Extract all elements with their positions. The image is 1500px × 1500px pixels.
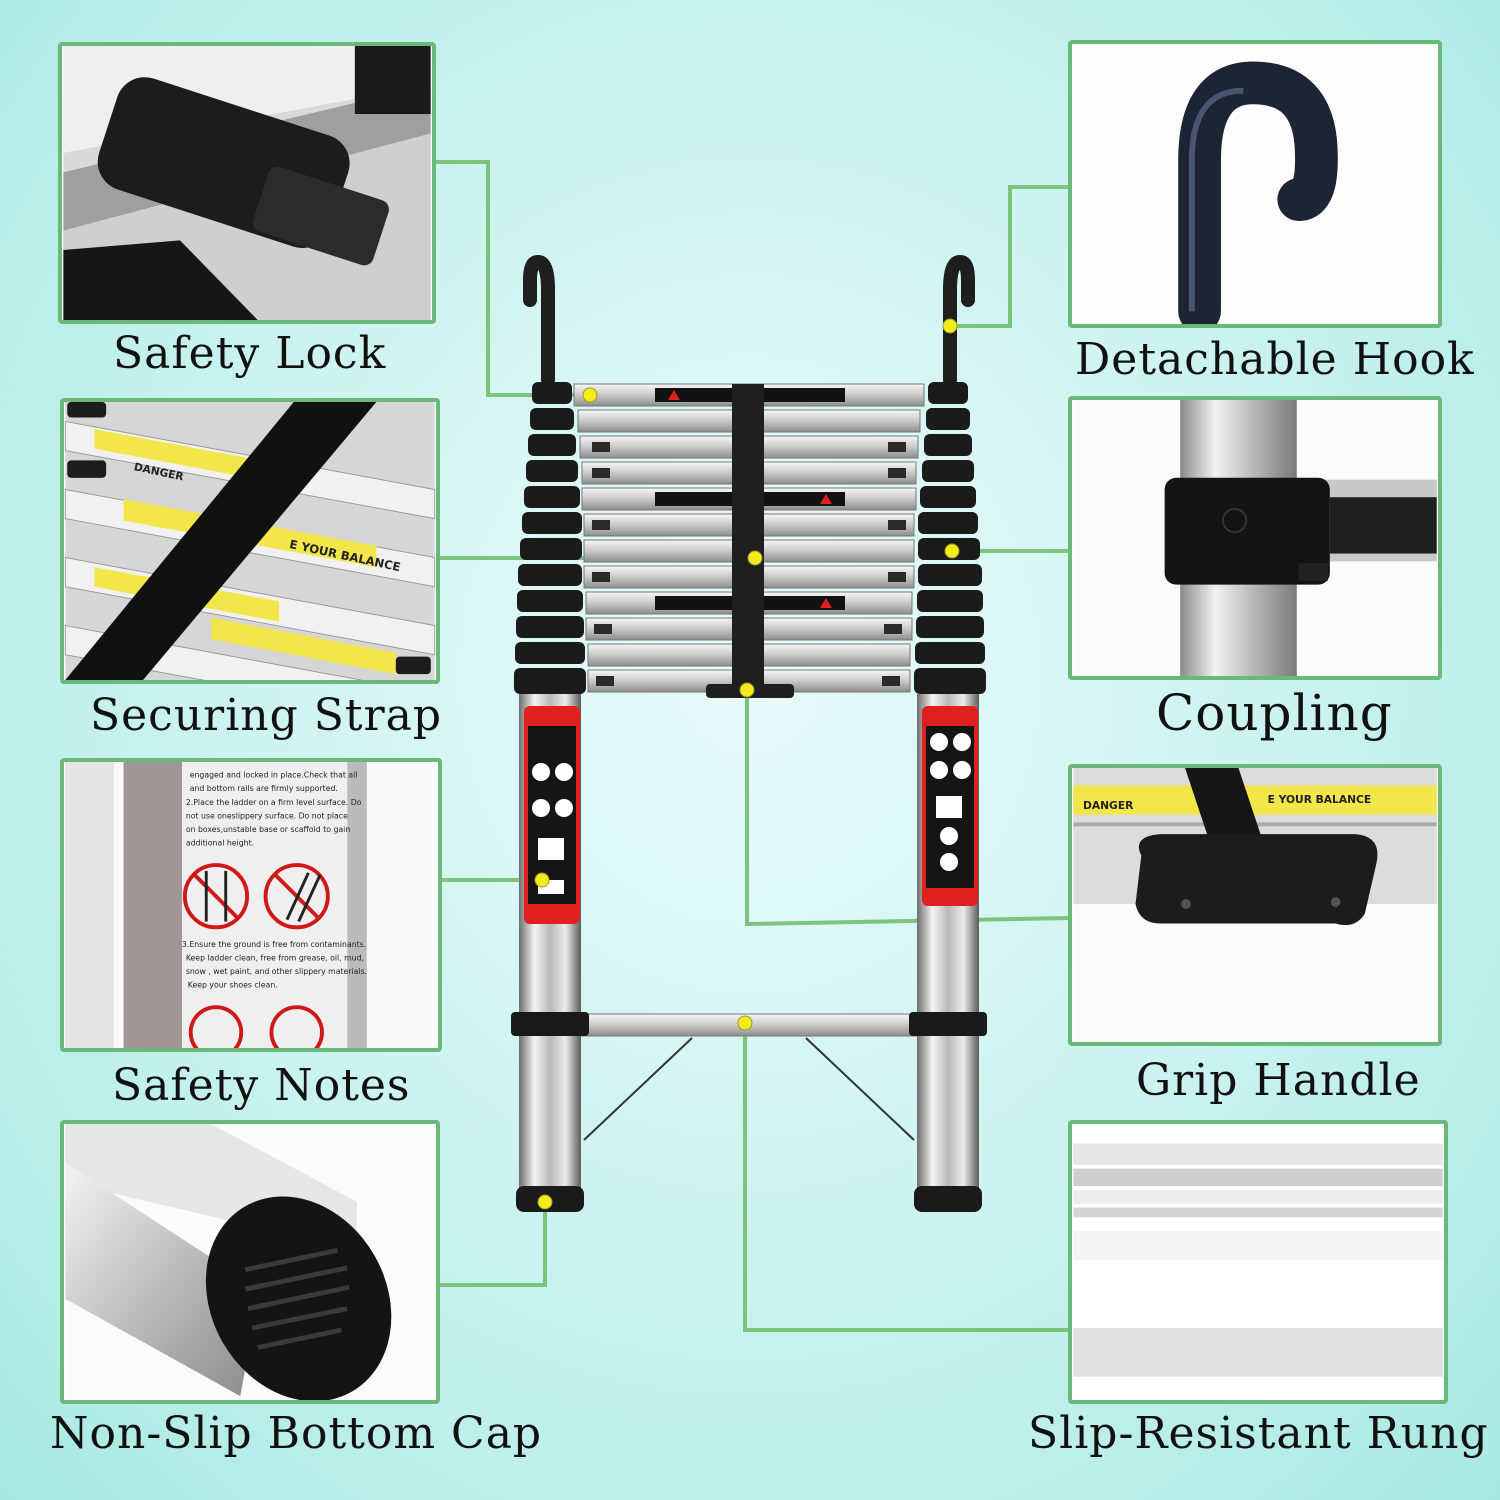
bottom-cap-closeup	[65, 1124, 435, 1400]
note-line-5: on boxes,unstable base or scaffold to ga…	[186, 825, 350, 834]
connector-bottom-cap	[438, 1200, 547, 1287]
hook-right	[943, 254, 975, 387]
dot-coupling	[944, 543, 960, 559]
hook-closeup	[1073, 44, 1437, 324]
left-coupling	[511, 1012, 589, 1036]
left-safety-sticker	[524, 706, 580, 924]
right-foot	[914, 1186, 982, 1212]
dot-safety-notes	[534, 872, 550, 888]
hook-left	[523, 254, 555, 387]
panel-safety-notes: engaged and locked in place.Check that a…	[60, 758, 442, 1052]
right-collar-stack	[914, 382, 986, 694]
dot-bottom-cap	[537, 1194, 553, 1210]
grip-danger-label: DANGER	[1083, 799, 1133, 812]
grip-warning-label: E YOUR BALANCE	[1268, 793, 1372, 806]
dot-safety-lock	[582, 387, 598, 403]
label-coupling: Coupling	[1156, 684, 1393, 742]
panel-grip-handle: DANGER E YOUR BALANCE	[1068, 764, 1442, 1046]
label-bottom-cap: Non-Slip Bottom Cap	[50, 1408, 543, 1459]
right-safety-sticker	[922, 706, 978, 906]
note-line-1: engaged and locked in place.Check that a…	[190, 771, 358, 780]
safety-lock-closeup	[63, 46, 431, 320]
panel-rung	[1068, 1120, 1448, 1404]
panel-detachable-hook	[1068, 40, 1442, 328]
panel-bottom-cap	[60, 1120, 440, 1404]
left-collar-stack	[514, 382, 586, 694]
dot-grip-handle	[739, 682, 755, 698]
note-line-2: and bottom rails are firmly supported.	[190, 784, 338, 793]
dot-detachable-hook	[942, 318, 958, 334]
rung-closeup	[1073, 1124, 1443, 1400]
dot-rung	[737, 1015, 753, 1031]
dot-securing-strap	[747, 550, 763, 566]
rung-lock-tabs	[592, 442, 906, 686]
note-line-8: Keep ladder clean, free from grease, oil…	[186, 953, 364, 962]
note-line-6: additional height.	[186, 839, 254, 848]
center-strap	[732, 384, 764, 684]
label-safety-lock: Safety Lock	[113, 328, 387, 379]
label-safety-notes: Safety Notes	[112, 1060, 411, 1111]
right-coupling	[909, 1012, 987, 1036]
panel-securing-strap: DANGER E YOUR BALANCE	[60, 398, 440, 684]
note-line-4: not use oneslippery surface. Do not plac…	[186, 811, 348, 820]
note-line-9: snow , wet paint, and other slippery mat…	[186, 967, 367, 976]
panel-safety-lock	[58, 42, 436, 324]
connector-rung	[743, 1023, 1070, 1332]
note-line-7: 3.Ensure the ground is free from contami…	[182, 940, 366, 949]
panel-coupling	[1068, 396, 1442, 680]
label-detachable-hook: Detachable Hook	[1075, 334, 1475, 385]
grip-handle-closeup: DANGER E YOUR BALANCE	[1073, 768, 1437, 1042]
strap-closeup: DANGER E YOUR BALANCE	[64, 402, 436, 680]
connector-detachable-hook	[950, 185, 1070, 328]
coupling-closeup	[1073, 400, 1437, 676]
label-rung: Slip-Resistant Rung	[1028, 1408, 1489, 1459]
label-securing-strap: Securing Strap	[90, 690, 443, 741]
note-line-10: Keep your shoes clean.	[188, 981, 278, 990]
label-grip-handle: Grip Handle	[1136, 1055, 1421, 1106]
note-line-3: 2.Place the ladder on a firm level surfa…	[186, 798, 362, 807]
safety-notes-closeup: engaged and locked in place.Check that a…	[65, 762, 437, 1048]
